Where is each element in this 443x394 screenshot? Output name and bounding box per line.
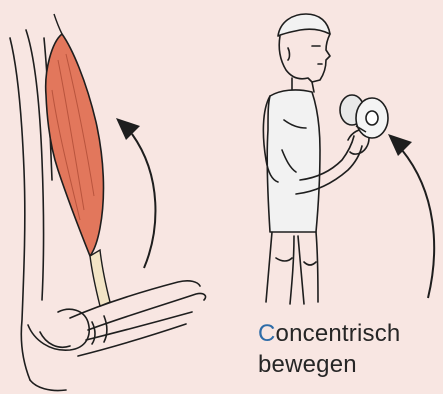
caption-first-letter: C — [258, 320, 276, 347]
caption: Concentrisch bewegen — [258, 318, 400, 380]
caption-line-2: bewegen — [258, 349, 400, 380]
caption-line-1: Concentrisch — [258, 318, 400, 349]
caption-line-1-rest: oncentrisch — [276, 320, 401, 347]
